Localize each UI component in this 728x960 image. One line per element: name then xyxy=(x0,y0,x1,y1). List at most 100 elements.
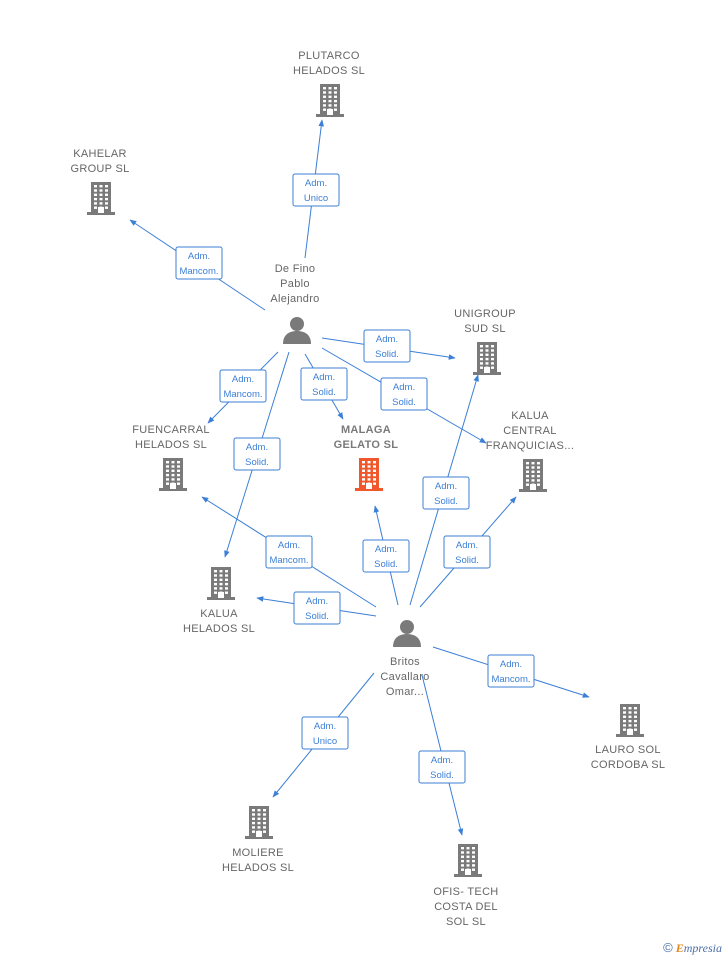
node-label-line: GELATO SL xyxy=(334,439,399,451)
node-label-line: KAHELAR xyxy=(73,148,126,160)
node-label-line: FRANQUICIAS... xyxy=(486,440,575,452)
building-icon xyxy=(207,567,235,600)
edge-label-line: Adm. xyxy=(376,334,398,345)
node-ofistech[interactable]: OFIS- TECH COSTA DEL SOL SL xyxy=(433,844,498,928)
edge-label-line: Unico xyxy=(304,193,328,204)
node-label-line: HELADOS SL xyxy=(183,623,255,635)
person-icon xyxy=(283,317,311,344)
node-kaluahelados[interactable]: KALUA HELADOS SL xyxy=(183,567,255,635)
edge-label-line: Solid. xyxy=(434,496,458,507)
node-label-line: Omar... xyxy=(386,686,424,698)
node-label-line: COSTA DEL xyxy=(434,901,498,913)
node-label-line: KALUA xyxy=(511,410,549,422)
node-label-line: KALUA xyxy=(200,608,238,620)
node-label-line: MOLIERE xyxy=(232,847,284,859)
node-moliere[interactable]: MOLIERE HELADOS SL xyxy=(222,806,294,874)
building-icon xyxy=(616,704,644,737)
node-label-line: MALAGA xyxy=(341,424,391,436)
edge-label-line: Solid. xyxy=(430,770,454,781)
edge-label-line: Adm. xyxy=(246,442,268,453)
edge-label-defino-to-plutarco[interactable]: Adm. Unico xyxy=(292,173,340,207)
edge-label-line: Adm. xyxy=(314,721,336,732)
node-label-line: Alejandro xyxy=(270,293,319,305)
copyright-symbol: © xyxy=(663,940,673,955)
edge-label-britos-to-moliere[interactable]: Adm. Unico xyxy=(301,716,349,750)
building-icon xyxy=(454,844,482,877)
edge-label-britos-to-unigroup[interactable]: Adm. Solid. xyxy=(422,476,470,510)
node-label-line: SOL SL xyxy=(446,916,486,928)
edge-label-britos-to-lauro[interactable]: Adm. Mancom. xyxy=(487,654,535,688)
empresia-footer: ©Empresia xyxy=(663,940,722,956)
node-label-line: UNIGROUP xyxy=(454,308,516,320)
edge-label-line: Mancom. xyxy=(223,389,262,400)
edge-label-defino-to-kahelar[interactable]: Adm. Mancom. xyxy=(175,246,223,280)
edge-label-line: Adm. xyxy=(431,755,453,766)
edge-label-britos-to-fuencarral[interactable]: Adm. Mancom. xyxy=(265,535,313,569)
edge-label-britos-to-ofistech[interactable]: Adm. Solid. xyxy=(418,750,466,784)
node-plutarco[interactable]: PLUTARCO HELADOS SL xyxy=(293,50,365,117)
node-label-line: SUD SL xyxy=(464,323,506,335)
node-kahelar[interactable]: KAHELAR GROUP SL xyxy=(70,148,129,215)
edge-label-line: Adm. xyxy=(500,659,522,670)
edge-label-britos-to-kaluacentral[interactable]: Adm. Solid. xyxy=(443,535,491,569)
building-icon xyxy=(245,806,273,839)
edge-label-britos-to-kaluahelados[interactable]: Adm. Solid. xyxy=(293,591,341,625)
node-britos[interactable]: BritosCavallaroOmar... xyxy=(380,620,429,698)
edge-label-line: Adm. xyxy=(188,251,210,262)
edge-label-line: Adm. xyxy=(435,481,457,492)
node-label-line: HELADOS SL xyxy=(222,862,294,874)
brand-initial: E xyxy=(675,941,684,955)
node-fuencarral[interactable]: FUENCARRAL HELADOS SL xyxy=(132,424,210,491)
node-kaluacentral[interactable]: KALUA CENTRAL FRANQUICIAS... xyxy=(486,410,575,492)
node-label-line: FUENCARRAL xyxy=(132,424,210,436)
edge-label-line: Adm. xyxy=(306,596,328,607)
node-label-line: OFIS- TECH xyxy=(433,886,498,898)
edge-label-line: Mancom. xyxy=(179,266,218,277)
edge-label-defino-to-fuencarral[interactable]: Adm. Mancom. xyxy=(219,369,267,403)
edge-label-line: Solid. xyxy=(245,457,269,468)
node-label-line: PLUTARCO xyxy=(298,50,360,62)
edge-label-line: Adm. xyxy=(375,544,397,555)
edge-label-line: Adm. xyxy=(278,540,300,551)
node-label-line: HELADOS SL xyxy=(135,439,207,451)
building-icon xyxy=(316,84,344,117)
building-icon xyxy=(519,459,547,492)
edge-label-line: Solid. xyxy=(375,349,399,360)
edge-label-line: Adm. xyxy=(456,540,478,551)
edge-label-line: Adm. xyxy=(393,382,415,393)
building-icon xyxy=(159,458,187,491)
person-icon xyxy=(393,620,421,647)
edge-label-britos-to-malaga[interactable]: Adm. Solid. xyxy=(362,539,410,573)
node-label-line: CORDOBA SL xyxy=(591,759,666,771)
node-label-line: Britos xyxy=(390,656,420,668)
edge-label-line: Solid. xyxy=(392,397,416,408)
edge-label-defino-to-unigroup[interactable]: Adm. Solid. xyxy=(363,329,411,363)
edge-label-line: Solid. xyxy=(455,555,479,566)
edge-label-line: Adm. xyxy=(305,178,327,189)
edge-label-line: Solid. xyxy=(312,387,336,398)
edge-label-line: Mancom. xyxy=(491,674,530,685)
node-label-line: HELADOS SL xyxy=(293,65,365,77)
building-icon xyxy=(355,458,383,491)
building-icon xyxy=(473,342,501,375)
edge-label-line: Mancom. xyxy=(269,555,308,566)
edge-label-line: Adm. xyxy=(232,374,254,385)
node-malaga[interactable]: MALAGA GELATO SL xyxy=(334,424,399,491)
node-label-line: CENTRAL xyxy=(503,425,556,437)
node-unigroup[interactable]: UNIGROUP SUD SL xyxy=(454,308,516,375)
node-label-line: De Fino xyxy=(275,263,316,275)
edge-label-defino-to-kaluacentral[interactable]: Adm. Solid. xyxy=(380,377,428,411)
node-lauro[interactable]: LAURO SOL CORDOBA SL xyxy=(591,704,666,771)
edge-label-defino-to-malaga[interactable]: Adm.Solid. xyxy=(300,367,348,401)
edge-label-line: Solid. xyxy=(374,559,398,570)
edge-label-line: Unico xyxy=(313,736,337,747)
edge-label-defino-to-kaluahelados[interactable]: Adm. Solid. xyxy=(233,437,281,471)
node-label-line: GROUP SL xyxy=(70,163,129,175)
node-label-line: Pablo xyxy=(280,278,310,290)
node-label-line: Cavallaro xyxy=(380,671,429,683)
edge-label-line: Solid. xyxy=(305,611,329,622)
brand-name: mpresia xyxy=(683,941,722,955)
node-label-line: LAURO SOL xyxy=(595,744,661,756)
